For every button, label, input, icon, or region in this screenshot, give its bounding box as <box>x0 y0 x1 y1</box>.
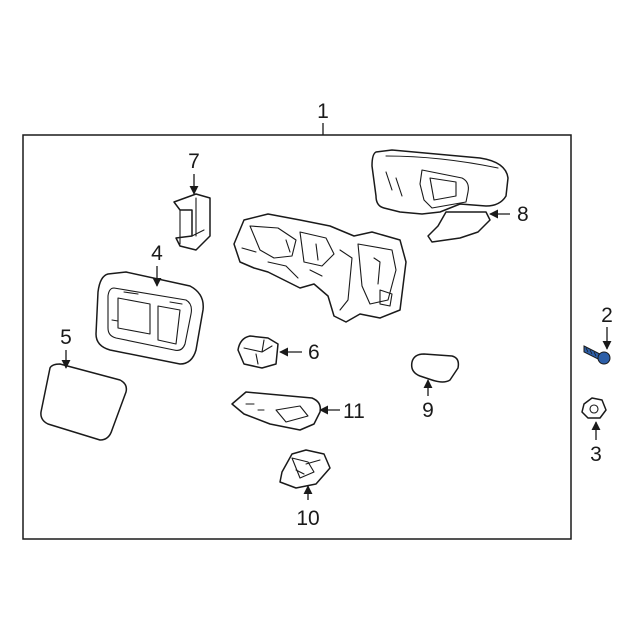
callout-9-label[interactable]: 9 <box>422 399 434 422</box>
part-glass-holder[interactable] <box>95 271 204 365</box>
part-turn-signal-lens[interactable] <box>410 353 460 383</box>
part-nut[interactable] <box>581 397 607 419</box>
callout-1-label[interactable]: 1 <box>317 100 329 123</box>
part-mirror-glass[interactable] <box>40 363 128 441</box>
callout-7-label[interactable]: 7 <box>188 150 200 173</box>
callout-5-label[interactable]: 5 <box>60 326 72 349</box>
callout-8-label[interactable]: 8 <box>517 203 529 226</box>
assembly-frame <box>22 134 572 540</box>
part-mirror-housing-frame[interactable] <box>233 213 407 323</box>
part-lower-cover[interactable] <box>231 391 322 431</box>
callout-3-label[interactable]: 3 <box>590 443 602 466</box>
part-mirror-cover[interactable] <box>371 149 509 243</box>
part-bracket[interactable] <box>173 193 211 251</box>
callout-4-label[interactable]: 4 <box>151 242 163 265</box>
callout-10-label[interactable]: 10 <box>296 507 319 530</box>
part-bolt[interactable] <box>583 345 611 365</box>
callout-6-label[interactable]: 6 <box>308 341 320 364</box>
callout-11-label[interactable]: 11 <box>343 400 365 423</box>
part-puddle-lamp[interactable] <box>279 449 331 489</box>
callout-2-label[interactable]: 2 <box>601 304 613 327</box>
part-motor[interactable] <box>237 335 279 369</box>
